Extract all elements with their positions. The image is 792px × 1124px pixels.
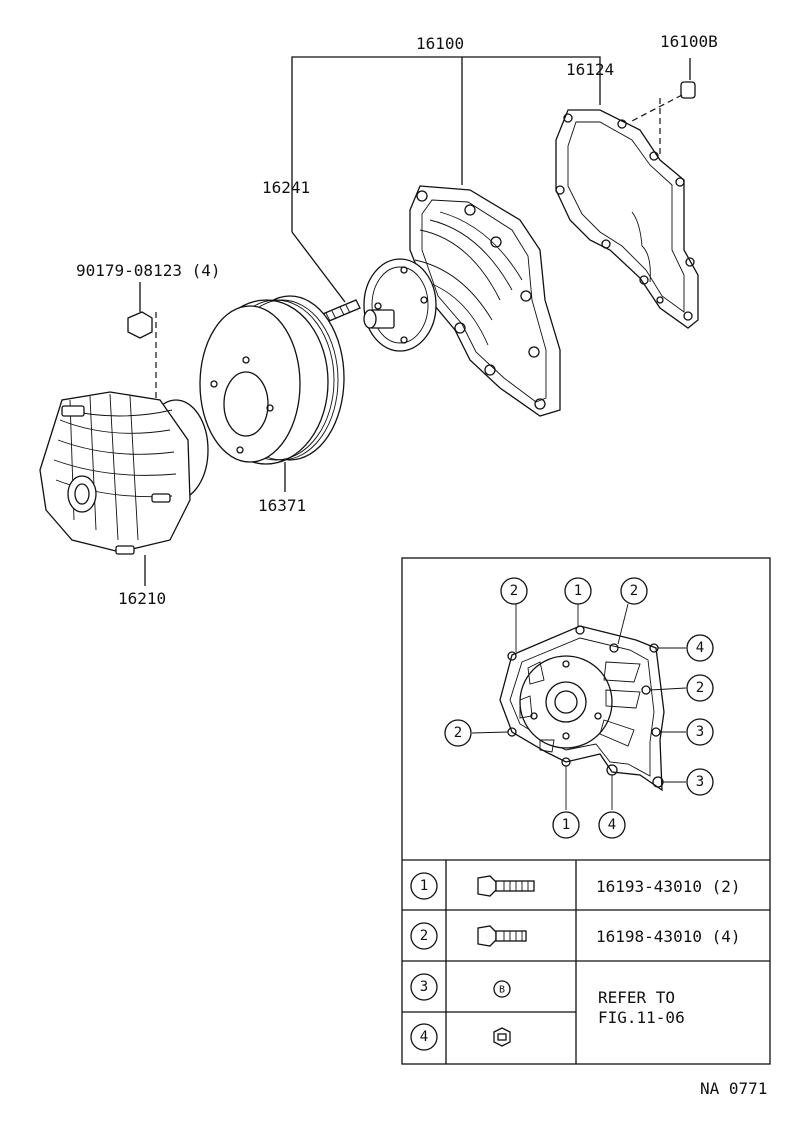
row-1-part-number: 16193-43010 (2) bbox=[596, 877, 741, 896]
label-16100: 16100 bbox=[416, 34, 464, 53]
svg-text:2: 2 bbox=[420, 928, 428, 944]
plug-16100B-drawing bbox=[629, 58, 696, 156]
row-1-number: 1 bbox=[410, 872, 438, 900]
svg-text:4: 4 bbox=[608, 817, 616, 833]
stud-nut-icon bbox=[493, 1027, 511, 1047]
label-16100B: 16100B bbox=[660, 32, 718, 51]
label-16210: 16210 bbox=[118, 589, 166, 608]
svg-text:3: 3 bbox=[420, 979, 428, 995]
svg-text:2: 2 bbox=[454, 725, 462, 741]
label-16124: 16124 bbox=[566, 60, 614, 79]
row-2-number: 2 bbox=[410, 922, 438, 950]
svg-text:3: 3 bbox=[696, 724, 704, 740]
table-row-4: 4 bbox=[410, 1023, 511, 1051]
inset-callout-leaders bbox=[471, 603, 687, 810]
bracket-16100 bbox=[291, 56, 601, 303]
pulley-16371-drawing bbox=[199, 295, 345, 492]
svg-text:4: 4 bbox=[420, 1029, 428, 1045]
inset-callout-2-d: 2 bbox=[444, 719, 472, 747]
gasket-16124-drawing bbox=[555, 109, 699, 329]
svg-text:1: 1 bbox=[574, 583, 582, 599]
inset-callout-3-a: 3 bbox=[686, 718, 714, 746]
inset-callout-2-c: 2 bbox=[686, 674, 714, 702]
svg-text:2: 2 bbox=[510, 583, 518, 599]
label-90179: 90179-08123 (4) bbox=[76, 261, 221, 280]
svg-text:3: 3 bbox=[696, 774, 704, 790]
footer-code: NA 0771 bbox=[700, 1079, 767, 1098]
label-16371: 16371 bbox=[258, 496, 306, 515]
refer-line-1: REFER TO bbox=[598, 988, 675, 1007]
fluid-coupling-16210-drawing bbox=[39, 391, 209, 586]
inset-callout-1-b: 1 bbox=[552, 811, 580, 839]
row-3-number: 3 bbox=[410, 973, 438, 1001]
inset-callout-1-a: 1 bbox=[564, 577, 592, 605]
refer-line-2: FIG.11-06 bbox=[598, 1008, 685, 1027]
inset-callout-2-a: 2 bbox=[500, 577, 528, 605]
short-bolt-icon bbox=[477, 925, 527, 947]
row-2-part-number: 16198-43010 (4) bbox=[596, 927, 741, 946]
water-pump-body-drawing bbox=[363, 185, 561, 417]
b-symbol-icon: B bbox=[493, 980, 511, 998]
table-row-2: 2 16198-43010 (4) bbox=[410, 922, 741, 950]
table-row-1: 1 16193-43010 (2) bbox=[410, 872, 741, 900]
inset-callout-4-a: 4 bbox=[686, 634, 714, 662]
inset-callout-2-b: 2 bbox=[620, 577, 648, 605]
inset-pump-outline bbox=[499, 625, 665, 792]
inset-callout-4-b: 4 bbox=[598, 811, 626, 839]
table-row-3: 3 B bbox=[410, 973, 511, 1001]
svg-text:2: 2 bbox=[696, 680, 704, 696]
label-16241: 16241 bbox=[262, 178, 310, 197]
svg-text:4: 4 bbox=[696, 640, 704, 656]
row-4-number: 4 bbox=[410, 1023, 438, 1051]
inset-callout-3-b: 3 bbox=[686, 768, 714, 796]
long-bolt-icon bbox=[477, 875, 535, 897]
bolt-location-inset: 2 1 2 4 2 3 3 2 1 4 1 16193-43010 (2) 2 bbox=[401, 557, 771, 1065]
svg-text:2: 2 bbox=[630, 583, 638, 599]
svg-text:1: 1 bbox=[562, 817, 570, 833]
svg-text:B: B bbox=[499, 985, 505, 996]
svg-text:1: 1 bbox=[420, 878, 428, 894]
